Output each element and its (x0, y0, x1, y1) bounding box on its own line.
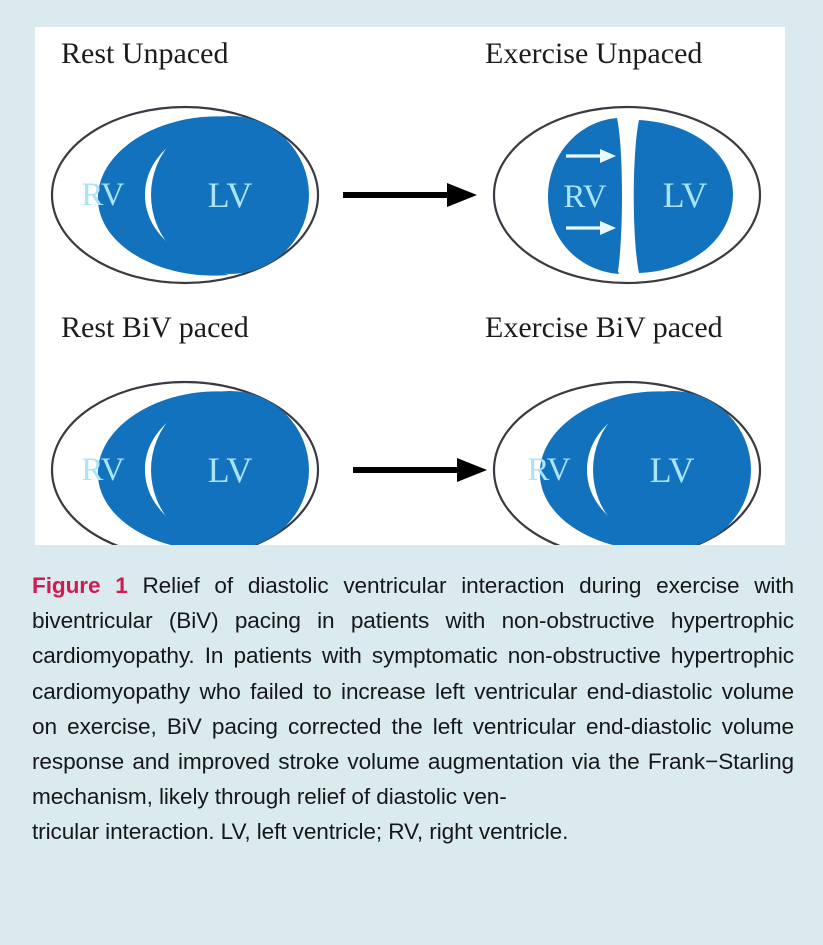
lv-label-rest-biv-paced: LV (208, 450, 253, 490)
panel-title-exercise-biv-paced: Exercise BiV paced (485, 311, 723, 344)
rv-label-exercise-biv-paced: RV (527, 452, 570, 488)
lv-label-rest-unpaced: LV (208, 175, 253, 215)
rv-label-rest-unpaced: RV (81, 177, 124, 213)
panel-title-exercise-unpaced: Exercise Unpaced (485, 37, 702, 70)
lv-label-exercise-biv-paced: LV (650, 450, 695, 490)
figure-caption-body: Relief of diastolic ventricular interact… (32, 573, 794, 810)
heart-exercise-biv-paced: RV LV (492, 380, 762, 545)
panel-title-rest-biv-paced: Rest BiV paced (61, 311, 249, 344)
rv-label-rest-biv-paced: RV (81, 452, 124, 488)
rv-label-exercise-unpaced: RV (563, 179, 606, 215)
figure-image-panel: Rest Unpaced RV LV Exercise Unpaced RV L… (35, 27, 785, 545)
heart-exercise-unpaced: RV LV (492, 105, 762, 285)
arrow-row-top (343, 183, 477, 207)
arrow-row-bottom (353, 458, 487, 482)
panel-title-rest-unpaced: Rest Unpaced (61, 37, 228, 70)
figure-caption-label: Figure 1 (32, 573, 128, 598)
lv-label-exercise-unpaced: LV (663, 175, 708, 215)
heart-diagram: Rest Unpaced RV LV Exercise Unpaced RV L… (50, 37, 762, 545)
figure-caption-last-line: tricular interaction. LV, left ventricle… (32, 819, 569, 845)
heart-rest-biv-paced: RV LV (50, 380, 320, 545)
figure-caption: Figure 1 Relief of diastolic ventricular… (32, 568, 794, 850)
heart-rest-unpaced: RV LV (50, 105, 320, 285)
